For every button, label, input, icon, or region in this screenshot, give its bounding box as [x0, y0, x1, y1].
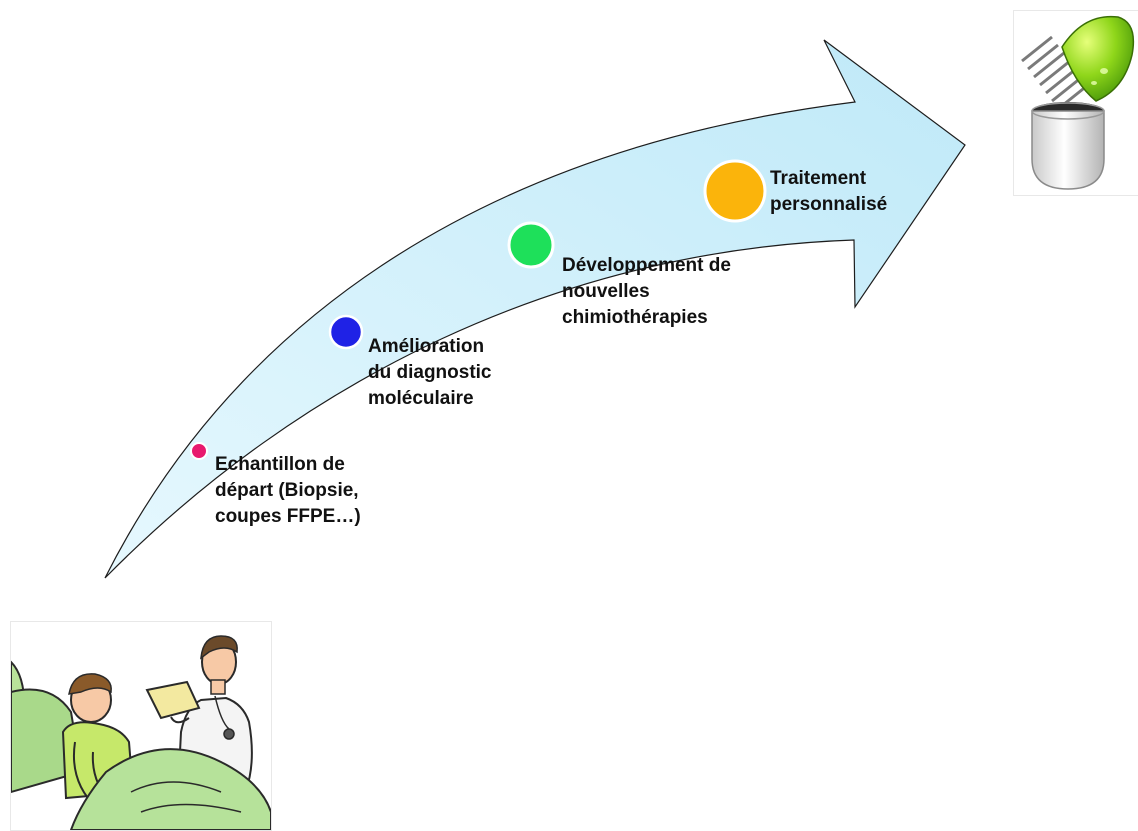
step-4-label: Traitement personnalisé: [770, 168, 888, 215]
step-1-label: Echantillon de départ (Biopsie, coupes F…: [215, 454, 361, 527]
open-capsule-illustration: [1013, 10, 1138, 196]
step-1-marker: [190, 442, 208, 460]
step-4-marker: [703, 159, 767, 223]
open-capsule-icon: [1021, 15, 1135, 190]
patient-with-doctor-illustration: [10, 621, 272, 831]
patient-with-doctor-icon: [11, 635, 271, 830]
step-3-label: Développement de nouvelles chimiothérapi…: [562, 255, 731, 328]
step-3-marker: [507, 221, 555, 269]
step-2-marker: [328, 314, 364, 350]
step-2-label: Amélioration du diagnostic moléculaire: [368, 336, 492, 409]
